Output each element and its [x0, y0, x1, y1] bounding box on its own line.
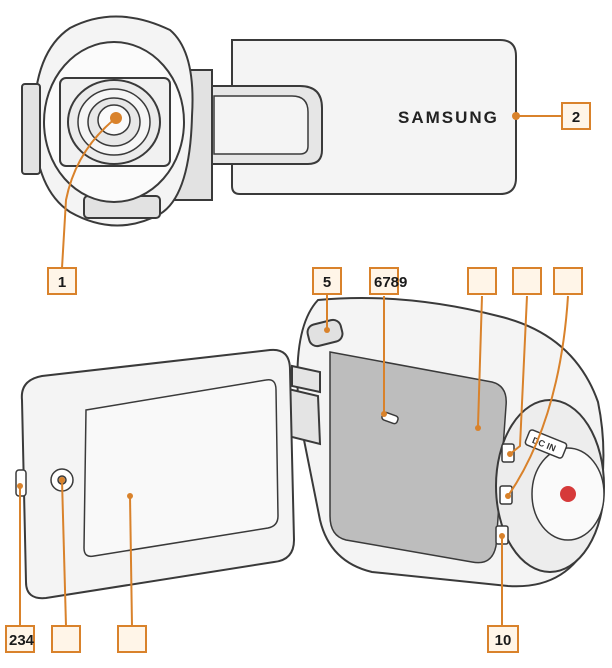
- svg-text:5: 5: [323, 274, 331, 291]
- top-view: [21, 15, 517, 227]
- callout-box-7: [467, 267, 497, 295]
- callout-box-6: 6789: [369, 267, 407, 295]
- callout-box-1: 1: [47, 267, 77, 295]
- brand-logo: SAMSUNG: [398, 108, 499, 127]
- lcd-open-screen: [83, 378, 279, 558]
- callout-box-2: 2: [561, 102, 591, 130]
- callout-box-8: [512, 267, 542, 295]
- callout-box-5: 5: [312, 267, 342, 295]
- callout-box-11: 234: [5, 625, 35, 653]
- bottom-view: [20, 297, 605, 600]
- lcd-hinge-joint: [291, 364, 321, 394]
- leader-13: [129, 495, 133, 627]
- svg-text:234: 234: [9, 632, 35, 649]
- lens-left-tab: [21, 83, 41, 175]
- record-button[interactable]: [560, 486, 576, 502]
- callout-box-10: 10: [487, 625, 519, 653]
- bottom-leaders: [19, 294, 569, 627]
- leader-dots: [17, 327, 513, 539]
- zoom-knob: [306, 318, 344, 348]
- svg-text:1: 1: [58, 274, 66, 291]
- svg-text:6789: 6789: [374, 274, 407, 291]
- callout-box-13: [117, 625, 147, 653]
- leader-1: [61, 117, 117, 269]
- leader-9: [507, 295, 569, 497]
- callout-box-12: [51, 625, 81, 653]
- callout-box-9: [553, 267, 583, 295]
- side-panel: [329, 351, 507, 564]
- leader-8: [509, 295, 528, 455]
- svg-text:2: 2: [572, 109, 580, 126]
- lcd-hinge-inner: [213, 95, 309, 155]
- svg-text:10: 10: [495, 632, 512, 649]
- leader-7: [477, 295, 483, 427]
- leader-12: [61, 479, 67, 627]
- top-leaders: [61, 115, 562, 269]
